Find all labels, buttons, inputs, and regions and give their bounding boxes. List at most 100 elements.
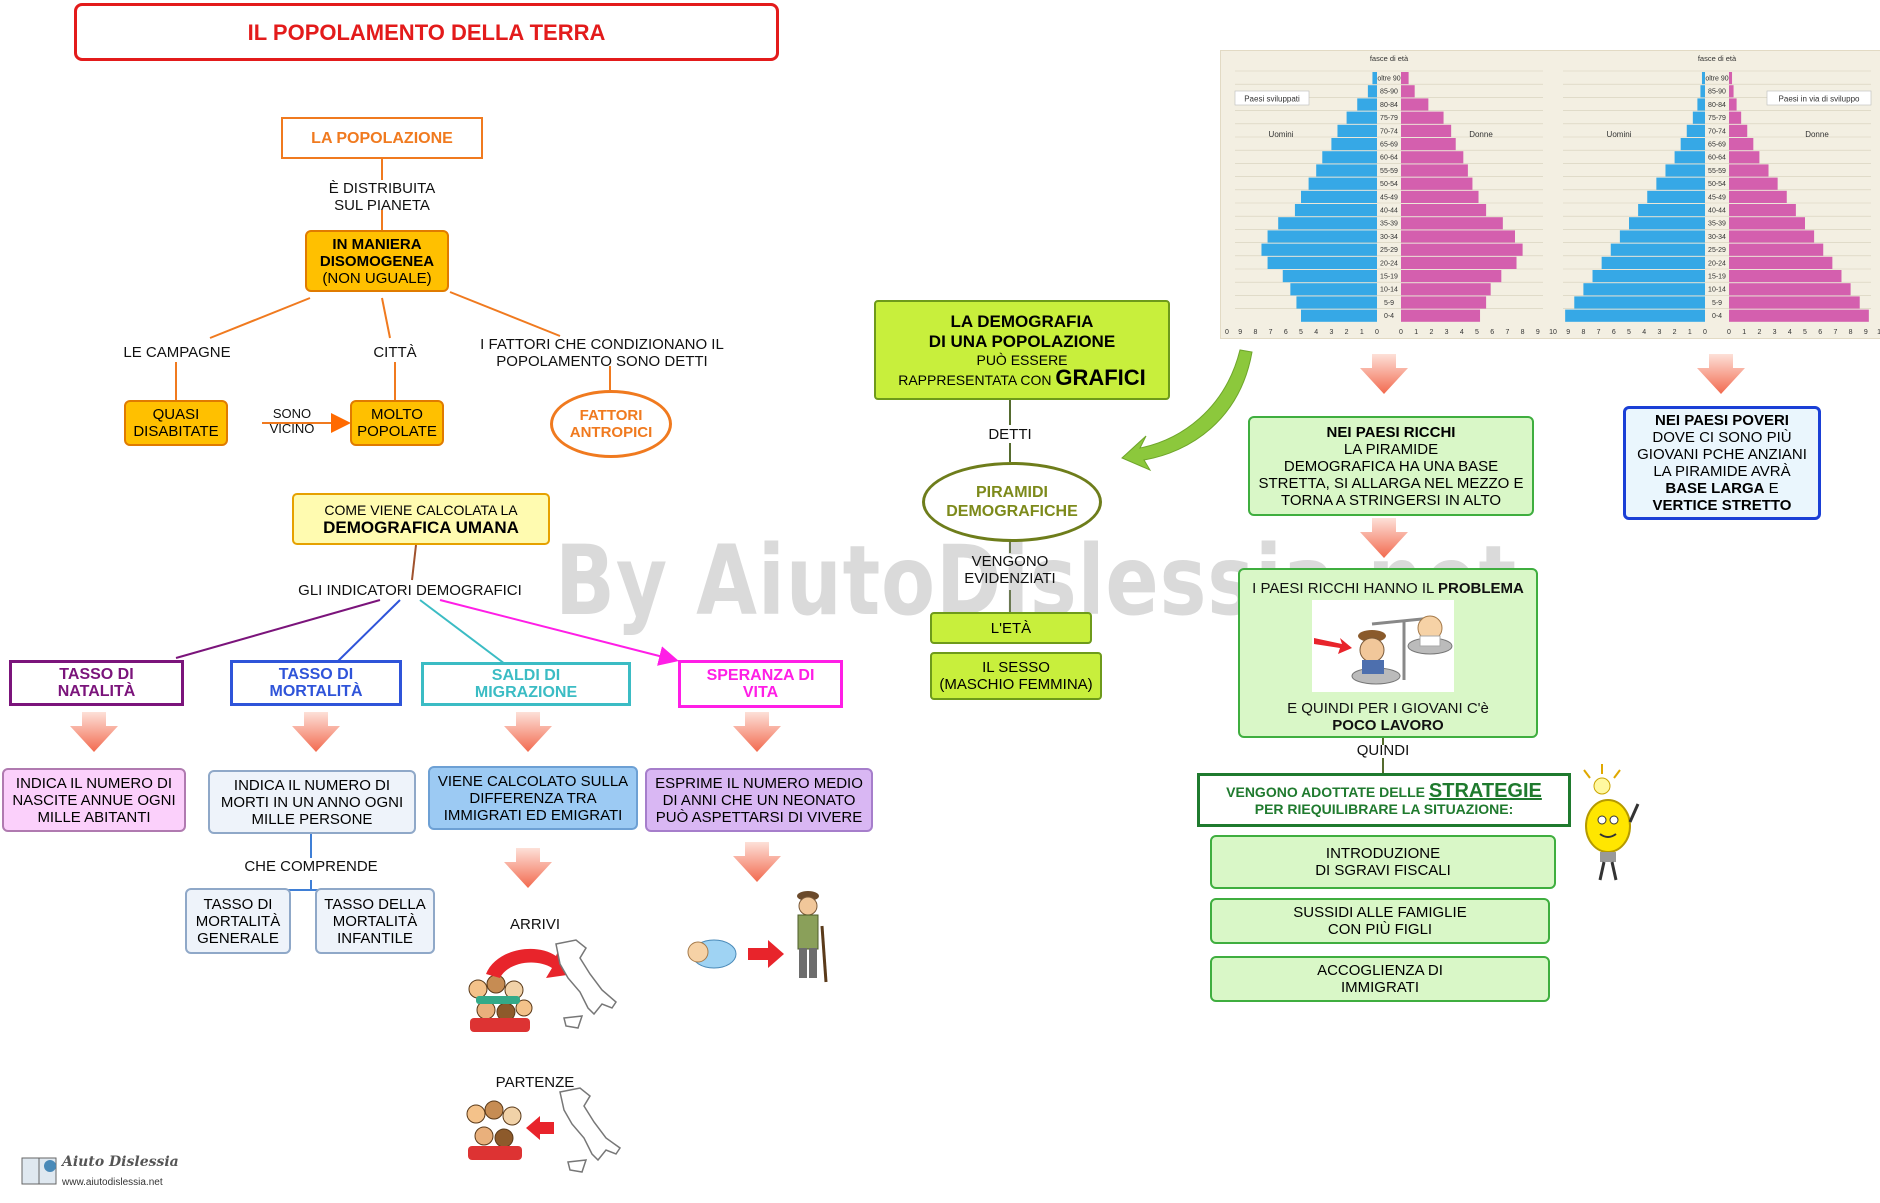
paesi-poveri-desc: DOVE CI SONO PIÙ GIOVANI PCHE ANZIANI LA… bbox=[1637, 429, 1807, 480]
male-bar-30-34 bbox=[1619, 230, 1705, 243]
age-label: 35-39 bbox=[1708, 221, 1726, 228]
disomogenea-text: IN MANIERA DISOMOGENEA bbox=[319, 235, 435, 270]
age-label: oltre 90 bbox=[1377, 76, 1400, 83]
age-label: 85-90 bbox=[1708, 89, 1726, 96]
x-tick: 0 bbox=[1375, 329, 1379, 336]
x-tick: 1 bbox=[1688, 329, 1692, 336]
tasso-mortalita-box: TASSO DI MORTALITÀ bbox=[230, 660, 402, 706]
age-label: 70-74 bbox=[1708, 128, 1726, 135]
quasi-disabitate-text: QUASI DISABITATE bbox=[133, 406, 219, 440]
x-tick: 8 bbox=[1581, 329, 1585, 336]
age-label: 10-14 bbox=[1708, 287, 1726, 294]
age-label: 40-44 bbox=[1708, 208, 1726, 215]
x-tick: 3 bbox=[1773, 329, 1777, 336]
age-label: 80-84 bbox=[1380, 102, 1398, 109]
x-tick: 7 bbox=[1833, 329, 1837, 336]
italy-map-icon bbox=[555, 939, 617, 1029]
problema-box: I PAESI RICCHI HANNO IL PROBLEMA E QUIND… bbox=[1238, 568, 1538, 738]
x-tick: 6 bbox=[1612, 329, 1616, 336]
age-label: 60-64 bbox=[1708, 155, 1726, 162]
speranza-desc: ESPRIME IL NUMERO MEDIO DI ANNI CHE UN N… bbox=[655, 774, 863, 826]
age-label: 65-69 bbox=[1708, 142, 1726, 149]
paesi-poveri-box: NEI PAESI POVERI DOVE CI SONO PIÙ GIOVAN… bbox=[1623, 406, 1821, 520]
age-label: 20-24 bbox=[1708, 260, 1726, 267]
female-bar-0-4 bbox=[1729, 309, 1869, 322]
base-larga-text: BASE LARGA bbox=[1665, 480, 1765, 497]
demografia-umana-box: COME VIENE CALCOLATA LA DEMOGRAFICA UMAN… bbox=[292, 493, 550, 545]
x-tick: 5 bbox=[1627, 329, 1631, 336]
strategie-word: STRATEGIE bbox=[1428, 779, 1542, 802]
x-tick: 10 bbox=[1553, 329, 1557, 336]
curved-arrow-icon bbox=[1121, 349, 1253, 472]
down-arrow-icon bbox=[1360, 354, 1408, 394]
down-arrow-icon bbox=[504, 848, 552, 888]
female-bar-20-24 bbox=[1729, 256, 1833, 269]
age-label: 35-39 bbox=[1380, 221, 1398, 228]
problema-line: I PAESI RICCHI HANNO IL PROBLEMA bbox=[1240, 580, 1536, 597]
x-tick: 2 bbox=[1757, 329, 1761, 336]
female-bar-oltre 90 bbox=[1729, 72, 1733, 85]
female-bar-10-14 bbox=[1729, 283, 1851, 296]
female-bar-15-19 bbox=[1401, 270, 1502, 283]
age-label: 5-9 bbox=[1384, 300, 1394, 307]
age-label: 80-84 bbox=[1708, 102, 1726, 109]
popolazione-title: LA POPOLAZIONE bbox=[311, 129, 453, 147]
female-bar-5-9 bbox=[1729, 296, 1860, 309]
age-label: 50-54 bbox=[1708, 181, 1726, 188]
male-bar-70-74 bbox=[1686, 124, 1705, 137]
male-bar-75-79 bbox=[1346, 111, 1377, 124]
female-bar-70-74 bbox=[1729, 124, 1748, 137]
citta-label: CITTÀ bbox=[373, 344, 417, 361]
female-bar-55-59 bbox=[1729, 164, 1769, 177]
fattori-antropici-text: FATTORI ANTROPICI bbox=[569, 407, 653, 441]
female-bar-80-84 bbox=[1401, 98, 1429, 111]
down-arrow-icon bbox=[292, 712, 340, 752]
grafici-line2: DI UNA POPOLAZIONE bbox=[928, 331, 1116, 351]
age-label: 5-9 bbox=[1712, 300, 1722, 307]
male-bar-70-74 bbox=[1337, 124, 1377, 137]
male-bar-50-54 bbox=[1308, 177, 1377, 190]
down-arrow-icon bbox=[70, 712, 118, 752]
arrivi-illustration bbox=[468, 939, 617, 1032]
x-tick: 5 bbox=[1803, 329, 1807, 336]
female-bar-oltre 90 bbox=[1401, 72, 1409, 85]
male-bar-0-4 bbox=[1301, 309, 1377, 322]
down-arrow-icon bbox=[733, 842, 781, 882]
mortalita-infantile-box: TASSO DELLA MORTALITÀ INFANTILE bbox=[315, 888, 435, 954]
x-tick: 6 bbox=[1490, 329, 1494, 336]
x-tick: 5 bbox=[1299, 329, 1303, 336]
paesi-ricchi-title: NEI PAESI RICCHI bbox=[1326, 423, 1456, 441]
strategia-1-box: INTRODUZIONE DI SGRAVI FISCALI bbox=[1210, 835, 1556, 889]
x-tick: 3 bbox=[1657, 329, 1661, 336]
male-bar-oltre 90 bbox=[1701, 72, 1705, 85]
down-arrow-icon bbox=[1697, 354, 1745, 394]
x-tick: 9 bbox=[1566, 329, 1570, 336]
male-bar-5-9 bbox=[1296, 296, 1377, 309]
distribuita-label: È DISTRIBUITA SUL PIANETA bbox=[328, 180, 436, 214]
che-comprende-label: CHE COMPRENDE bbox=[244, 858, 378, 875]
male-bar-30-34 bbox=[1267, 230, 1377, 243]
x-tick: 6 bbox=[1284, 329, 1288, 336]
male-bar-40-44 bbox=[1638, 204, 1705, 217]
down-arrow-icon bbox=[1360, 518, 1408, 558]
male-bar-60-64 bbox=[1322, 151, 1377, 164]
old-man-icon bbox=[1358, 630, 1386, 674]
x-tick: 3 bbox=[1329, 329, 1333, 336]
mortalita-desc-box: INDICA IL NUMERO DI MORTI IN UN ANNO OGN… bbox=[208, 770, 416, 834]
male-bar-15-19 bbox=[1592, 270, 1705, 283]
female-bar-65-69 bbox=[1401, 138, 1456, 151]
quindi-label: QUINDI bbox=[1356, 742, 1410, 759]
e-text: E bbox=[1764, 480, 1779, 497]
male-bar-45-49 bbox=[1301, 190, 1377, 203]
come-viene-calcolata-text: COME VIENE CALCOLATA LA bbox=[324, 502, 518, 518]
female-bar-45-49 bbox=[1401, 190, 1479, 203]
red-right-arrow-icon bbox=[748, 940, 784, 968]
speranza-vita-title: SPERANZA DI VITA bbox=[706, 667, 815, 701]
lightbulb-icon bbox=[1583, 764, 1640, 881]
age-header: fasce di età bbox=[1698, 54, 1737, 63]
female-bar-50-54 bbox=[1401, 177, 1473, 190]
strategie-box: VENGONO ADOTTATE DELLE STRATEGIE PER RIE… bbox=[1197, 773, 1571, 827]
x-tick: 7 bbox=[1597, 329, 1601, 336]
strategia-2-box: SUSSIDI ALLE FAMIGLIE CON PIÙ FIGLI bbox=[1210, 898, 1550, 944]
